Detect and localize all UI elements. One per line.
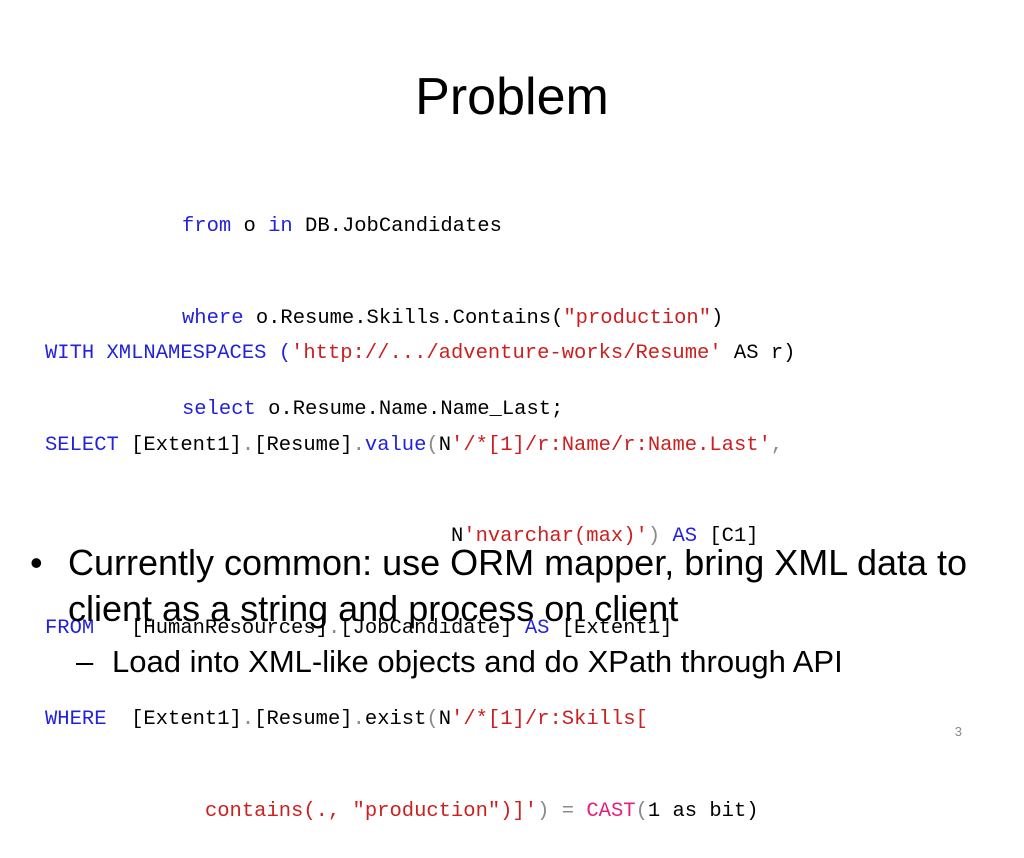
code-text: [Resume]	[254, 433, 353, 457]
operator: ,	[770, 433, 784, 457]
code-text: [Extent1]	[118, 433, 242, 457]
code-text: [JobCandidate]	[340, 616, 525, 640]
code-text: [HumanResources]	[94, 616, 328, 640]
code-text: )	[711, 306, 724, 330]
keyword-from: FROM	[45, 616, 95, 640]
string-literal: 'http://.../adventure-works/Resume'	[291, 342, 722, 365]
bullet-text: Currently common: use ORM mapper, bring …	[68, 542, 968, 629]
keyword-value: value	[364, 433, 427, 457]
code-text: exist	[364, 708, 427, 731]
code-text: [Resume]	[254, 708, 353, 731]
linq-line-where: where o.Resume.Skills.Contains("producti…	[182, 304, 723, 335]
operator: .	[327, 616, 341, 640]
code-text: 1 as bit)	[647, 799, 759, 823]
code-text: [Extent1]	[106, 708, 242, 731]
page-number: 3	[954, 724, 962, 739]
code-text: N	[438, 433, 452, 457]
keyword-from: from	[182, 215, 232, 238]
keyword-where: where	[182, 306, 244, 330]
sql-line-from: FROM [HumanResources].[JobCandidate] AS …	[45, 614, 795, 645]
code-text: o.Resume.Skills.Contains(	[243, 306, 564, 330]
code-text: [Extent1]	[549, 616, 673, 640]
sub-bullet-text: Load into XML-like objects and do XPath …	[112, 644, 843, 679]
operator: (	[426, 433, 439, 457]
sub-bullet-item: – Load into XML-like objects and do XPat…	[30, 642, 990, 682]
operator: (	[426, 708, 439, 731]
code-text: N	[438, 708, 452, 731]
bullet-marker: •	[30, 542, 43, 583]
string-literal: 'nvarchar(max)'	[463, 525, 648, 548]
sql-line-nvarchar: N'nvarchar(max)') AS [C1]	[45, 522, 795, 553]
bullet-item-main: • Currently common: use ORM mapper, brin…	[30, 540, 990, 632]
code-text: [C1]	[697, 525, 759, 548]
sql-line-select: SELECT [Extent1].[Resume].value(N'/*[1]/…	[45, 431, 795, 462]
sql-line-with: WITH XMLNAMESPACES ('http://.../adventur…	[45, 339, 795, 370]
string-literal: contains(., "production")]'	[204, 799, 538, 823]
keyword-as: AS	[672, 525, 698, 548]
code-text: o	[231, 215, 269, 238]
operator: )	[647, 525, 661, 548]
code-indent	[45, 800, 205, 823]
operator: .	[352, 433, 365, 457]
string-literal: '/*[1]/r:Name/r:Name.Last'	[451, 433, 771, 457]
linq-line-from: from o in DB.JobCandidates	[182, 212, 723, 243]
code-text	[549, 800, 561, 823]
code-text: o.Resume.Name.Name_Last;	[255, 398, 564, 421]
sql-line-where: WHERE [Extent1].[Resume].exist(N'/*[1]/r…	[45, 705, 795, 736]
keyword-select: select	[182, 398, 256, 421]
slide-title: Problem	[415, 68, 609, 126]
keyword-as: AS	[524, 616, 550, 640]
operator: .	[241, 708, 255, 731]
string-literal: "production"	[563, 306, 711, 330]
keyword-with-xmlnamespaces: WITH XMLNAMESPACES (	[45, 342, 292, 365]
operator: .	[352, 708, 365, 731]
operator: =	[561, 799, 575, 823]
code-text: N	[450, 525, 464, 548]
code-text	[574, 800, 586, 823]
keyword-where: WHERE	[45, 708, 107, 731]
keyword-select: SELECT	[45, 433, 119, 457]
linq-line-select: select o.Resume.Name.Name_Last;	[182, 395, 723, 426]
code-text: AS r)	[721, 342, 796, 365]
operator: .	[241, 433, 255, 457]
string-literal: '/*[1]/r:Skills[	[451, 708, 648, 731]
operator: (	[635, 799, 648, 823]
sub-bullet-marker: –	[76, 644, 94, 679]
keyword-in: in	[268, 215, 293, 238]
function-cast: CAST	[586, 799, 636, 823]
operator: )	[537, 799, 550, 823]
bullet-list: • Currently common: use ORM mapper, brin…	[30, 540, 990, 682]
code-text: DB.JobCandidates	[292, 215, 502, 238]
sql-line-contains: contains(., "production")]') = CAST(1 as…	[45, 797, 795, 828]
linq-query-code-block: from o in DB.JobCandidates where o.Resum…	[182, 151, 723, 456]
